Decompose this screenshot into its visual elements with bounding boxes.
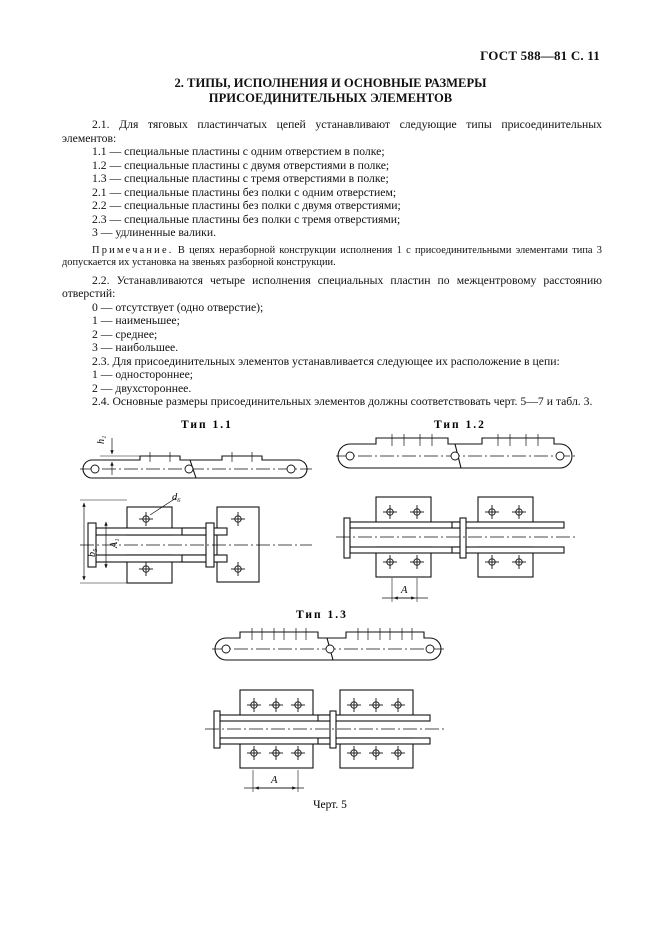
dim-a-label-1-2: A [400, 585, 408, 596]
dim-a1-label: A₁ [109, 538, 120, 549]
section-title: 2. ТИПЫ, ИСПОЛНЕНИЯ И ОСНОВНЫЕ РАЗМЕРЫ П… [0, 76, 661, 106]
section-title-line-1: 2. ТИПЫ, ИСПОЛНЕНИЯ И ОСНОВНЫЕ РАЗМЕРЫ [174, 76, 487, 90]
paragraph-2-1: 2.1. Для тяговых пластинчатых цепей уста… [62, 118, 602, 145]
dim-a-label-1-3: A [270, 775, 278, 786]
version-item: 1 — наименьшее; [92, 314, 180, 328]
note-paragraph: Примечание. В цепях неразборной конструк… [62, 245, 602, 270]
type-item: 2.3 — специальные пластины без полки с т… [92, 212, 401, 226]
chain-top-view-1-3 [205, 689, 444, 792]
figure-label-type-1-3: Тип 1.3 [296, 609, 348, 621]
chain-side-view-1-1 [80, 438, 312, 479]
type-item: 2.1 — специальные пластины без полки с о… [92, 185, 397, 199]
figure-caption: Черт. 5 [313, 799, 347, 811]
type-item: 3 — удлиненные валики. [92, 226, 217, 239]
figure-type-1-2: Тип 1.2 [336, 419, 575, 602]
type-item: 1.2 — специальные пластины с двумя отвер… [92, 158, 390, 172]
type-item: 2.2 — специальные пластины без полки с д… [92, 199, 401, 212]
figure-type-1-3: Тип 1.3 [205, 609, 444, 792]
type-item: 1.3 — специальные пластины с тремя отвер… [92, 172, 389, 185]
paragraph-2-2: 2.2. Устанавливаются четыре исполнения с… [62, 273, 602, 301]
figure-label-type-1-2: Тип 1.2 [434, 419, 486, 431]
figure-label-type-1-1: Тип 1.1 [181, 419, 233, 431]
chain-top-view-1-2 [336, 496, 575, 602]
paragraph-2-4: 2.4. Основные размеры присоединительных … [92, 395, 593, 409]
version-item: 2 — среднее; [92, 327, 158, 341]
section-title-line-2: ПРИСОЕДИНИТЕЛЬНЫХ ЭЛЕМЕНТОВ [208, 91, 453, 105]
version-item: 0 — отсутствует (одно отверстие); [92, 300, 264, 314]
note-label: Примечание. [92, 244, 174, 256]
note-text: В цепях неразборной конструкции исполнен… [62, 244, 602, 269]
dim-b5-label: b₅ [87, 548, 98, 557]
arrangement-item: 2 — двухстороннее. [92, 381, 192, 395]
dim-h1-label: h₁ [96, 436, 107, 444]
version-item: 3 — наибольшее. [92, 341, 179, 355]
body-text: 2.1. Для тяговых пластинчатых цепей уста… [62, 118, 602, 409]
chain-side-view-1-2 [336, 434, 575, 469]
page-header: ГОСТ 588—81 С. 11 [480, 48, 600, 63]
paragraph-2-3: 2.3. Для присоединительных элементов уст… [92, 354, 560, 368]
chain-side-view-1-3 [212, 628, 444, 661]
figure-type-1-1: Тип 1.1 h₁ [80, 419, 312, 584]
dim-d6-label: d₆ [172, 492, 181, 503]
type-item: 1.1 — специальные пластины с одним отвер… [92, 145, 385, 158]
arrangement-item: 1 — одностороннее; [92, 368, 194, 382]
